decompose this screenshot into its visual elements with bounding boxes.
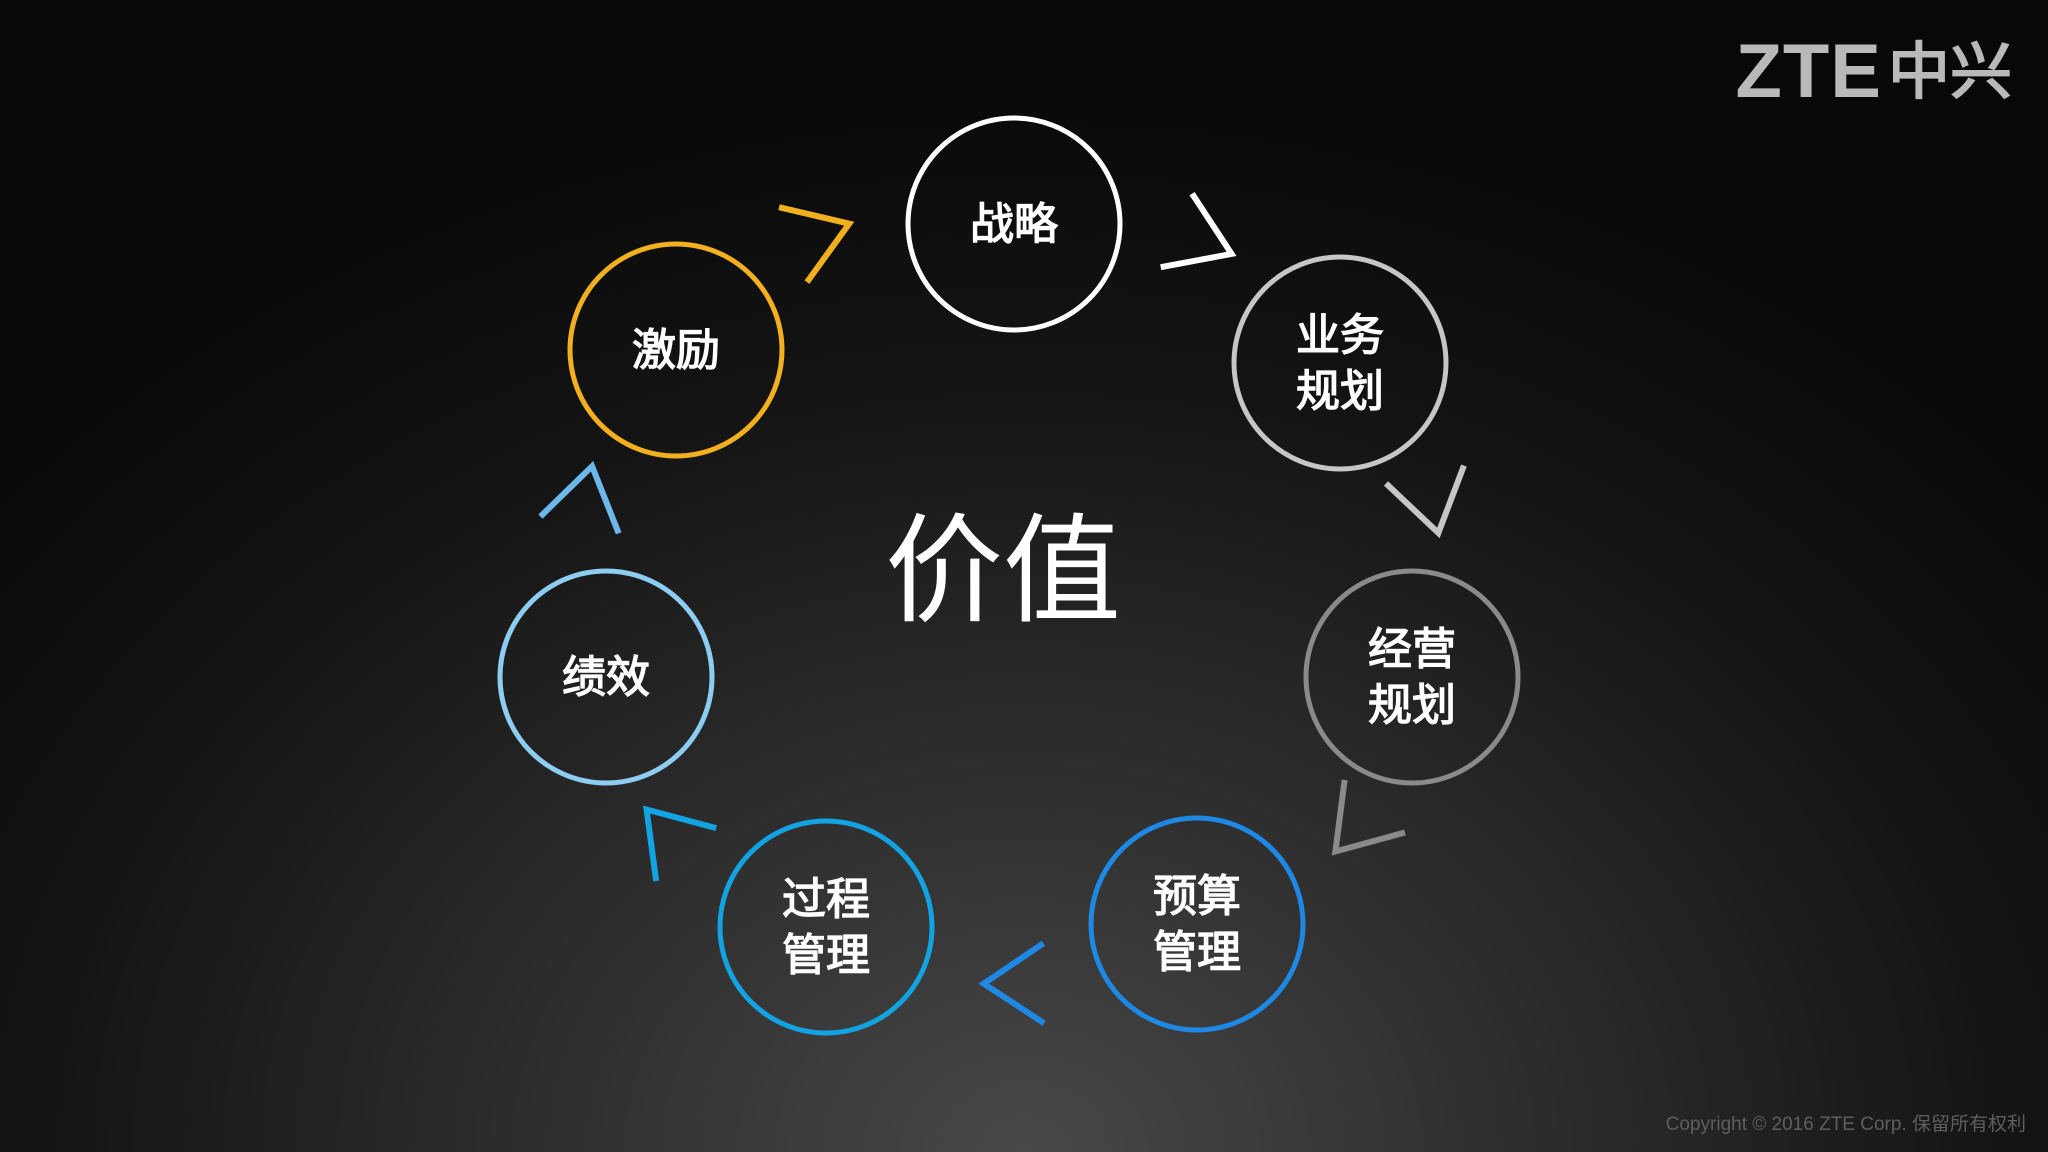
node-label-operation-planning: 经营	[1368, 624, 1456, 675]
logo-latin-text: ZTE	[1735, 29, 1882, 114]
center-label: 价值	[885, 502, 1121, 640]
logo-cjk-text: 中兴	[1887, 35, 2012, 108]
node-label-budget-management: 管理	[1153, 927, 1241, 978]
node-label-process-management: 管理	[782, 930, 870, 981]
node-ring-business-planning	[1231, 254, 1449, 472]
node-incentive: 激励	[567, 241, 785, 459]
arrow-budget-management-to-process-management	[978, 940, 1046, 1026]
node-label-strategy: 战略	[970, 199, 1059, 250]
node-ring-budget-management	[1088, 815, 1306, 1033]
node-ring-process-management	[717, 818, 935, 1036]
node-ring-performance	[497, 568, 715, 786]
arrow-business-planning-to-operation-planning	[1383, 464, 1467, 539]
node-label-budget-management: 预算	[1153, 871, 1241, 922]
zte-logo: ZTE 中兴	[1735, 34, 2012, 110]
arrow-operation-planning-to-budget-management	[1331, 779, 1406, 856]
node-label-business-planning: 业务	[1296, 310, 1384, 361]
node-label-business-planning: 规划	[1296, 366, 1384, 417]
node-label-process-management: 过程	[782, 874, 870, 925]
arrow-performance-to-incentive	[538, 460, 622, 535]
node-strategy: 战略	[905, 115, 1123, 333]
node-label-performance: 绩效	[562, 652, 650, 703]
node-ring-operation-planning	[1303, 568, 1521, 786]
node-ring-incentive	[567, 241, 785, 459]
node-label-incentive: 激励	[632, 325, 720, 376]
arrow-incentive-to-strategy	[778, 204, 855, 284]
node-ring-strategy	[905, 115, 1123, 333]
arrow-strategy-to-business-planning	[1160, 191, 1237, 271]
arrow-process-management-to-performance	[642, 805, 718, 882]
node-performance: 绩效	[497, 568, 715, 786]
copyright-text: Copyright © 2016 ZTE Corp. 保留所有权利	[1665, 1114, 2026, 1135]
node-label-operation-planning: 规划	[1368, 680, 1456, 731]
